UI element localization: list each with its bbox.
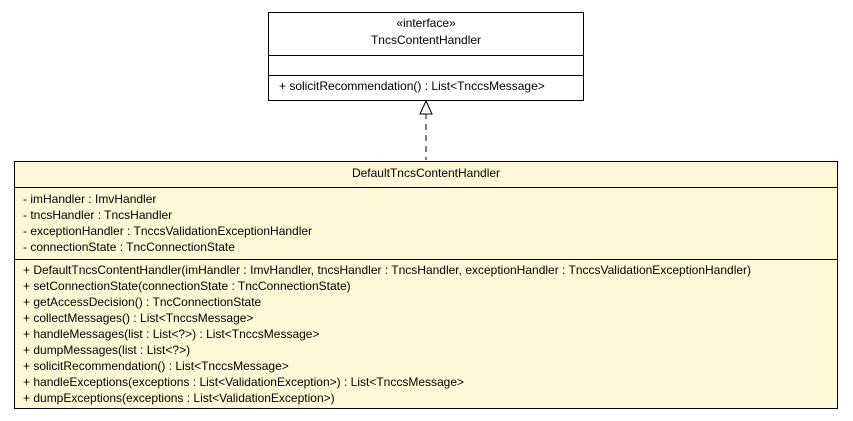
attribute-row: - tncsHandler : TncsHandler xyxy=(23,208,173,222)
interface-operation: + solicitRecommendation() : List<TnccsMe… xyxy=(279,79,545,93)
implementation-attributes-compartment: - imHandler : ImvHandler - tncsHandler :… xyxy=(15,187,837,259)
interface-stereotype: «interface» xyxy=(396,16,456,30)
attribute-row: - exceptionHandler : TnccsValidationExce… xyxy=(23,224,313,238)
implementation-class-box[interactable]: DefaultTncsContentHandler - imHandler : … xyxy=(14,161,838,409)
operation-row: + setConnectionState(connectionState : T… xyxy=(23,279,351,293)
realization-arrowhead xyxy=(419,99,433,115)
operation-row: + DefaultTncsContentHandler(imHandler : … xyxy=(23,263,752,277)
interface-class-box[interactable]: «interface» TncsContentHandler + solicit… xyxy=(268,12,584,101)
operation-row: + dumpMessages(list : List<?>) xyxy=(23,343,191,357)
interface-header: «interface» TncsContentHandler xyxy=(269,13,583,55)
interface-operations-compartment: + solicitRecommendation() : List<TnccsMe… xyxy=(269,75,583,100)
operation-row: + handleMessages(list : List<?>) : List<… xyxy=(23,327,320,341)
attribute-row: - imHandler : ImvHandler xyxy=(23,192,157,206)
implementation-header: DefaultTncsContentHandler xyxy=(15,162,837,187)
operation-row: + dumpExceptions(exceptions : List<Valid… xyxy=(23,391,335,405)
operation-row: + getAccessDecision() : TncConnectionSta… xyxy=(23,295,262,309)
operation-row: + solicitRecommendation() : List<TnccsMe… xyxy=(23,359,289,373)
implementation-name: DefaultTncsContentHandler xyxy=(351,166,501,180)
implementation-operations-compartment: + DefaultTncsContentHandler(imHandler : … xyxy=(15,259,837,406)
operation-row: + handleExceptions(exceptions : List<Val… xyxy=(23,375,465,389)
interface-name: TncsContentHandler xyxy=(370,33,482,47)
attribute-row: - connectionState : TncConnectionState xyxy=(23,240,235,254)
operation-row: + collectMessages() : List<TnccsMessage> xyxy=(23,311,254,325)
interface-attributes-compartment xyxy=(269,55,583,75)
